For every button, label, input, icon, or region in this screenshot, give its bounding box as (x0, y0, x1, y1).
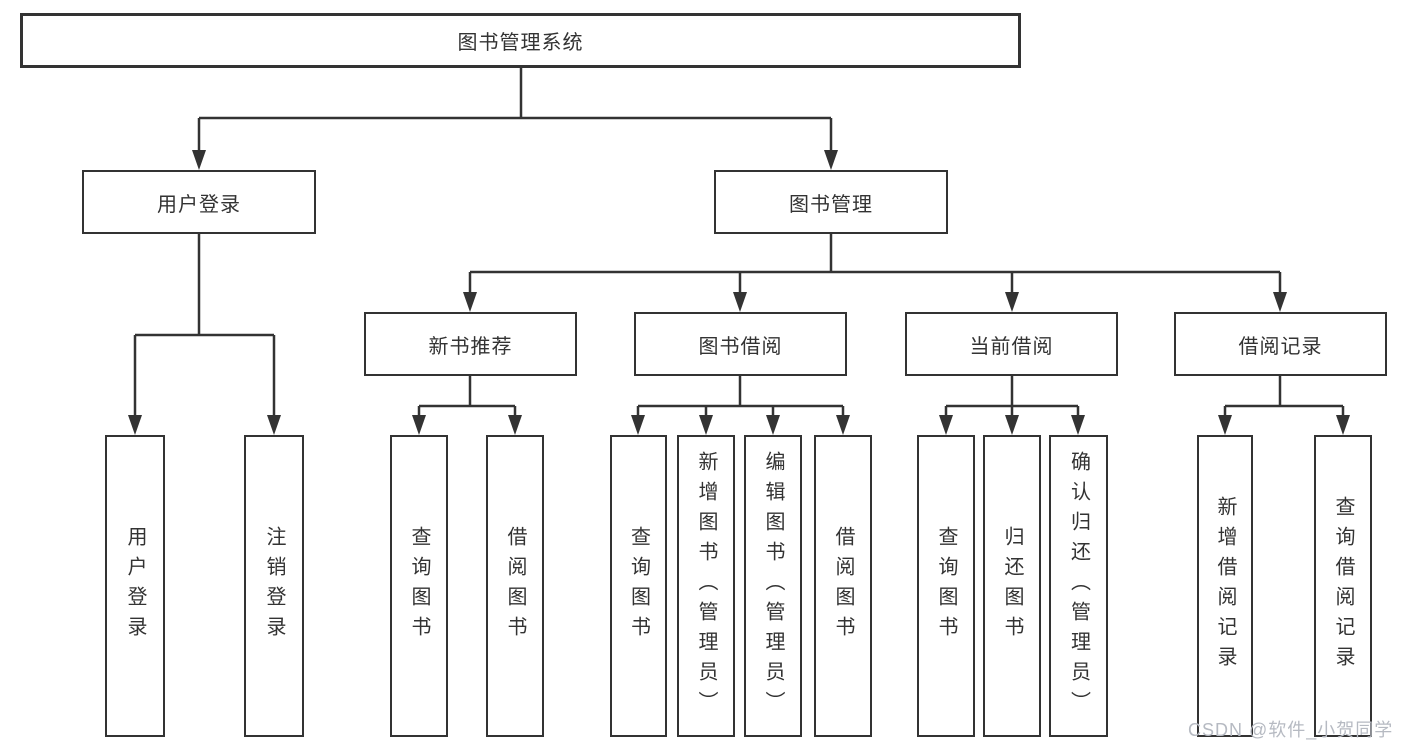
node-leaf-edit-books-admin: 编辑图书（管理员） (744, 435, 802, 737)
node-borrow-records: 借阅记录 (1174, 312, 1387, 376)
node-label: 编辑图书（管理员） (762, 451, 784, 721)
node-current-borrowing: 当前借阅 (905, 312, 1118, 376)
node-leaf-query-borrow-record: 查询借阅记录 (1314, 435, 1372, 737)
node-leaf-query-books-borrow: 查询图书 (610, 435, 667, 737)
node-label: 查询图书 (627, 526, 650, 646)
node-leaf-add-books-admin: 新增图书（管理员） (677, 435, 735, 737)
node-leaf-user-login: 用户登录 (105, 435, 165, 737)
node-label: 查询借阅记录 (1332, 496, 1354, 676)
node-leaf-confirm-return-admin: 确认归还（管理员） (1049, 435, 1108, 737)
node-leaf-query-books-newbook: 查询图书 (390, 435, 448, 737)
node-label: 新增图书（管理员） (695, 451, 717, 721)
node-book-borrowing: 图书借阅 (634, 312, 847, 376)
node-book-management: 图书管理 (714, 170, 948, 234)
node-label: 确认归还（管理员） (1067, 451, 1090, 721)
node-label: 注销登录 (263, 526, 285, 646)
node-leaf-return-books: 归还图书 (983, 435, 1041, 737)
watermark: CSDN @软件_小贺同学 (1188, 720, 1394, 740)
node-label: 新增借阅记录 (1214, 496, 1236, 676)
node-label: 借阅图书 (832, 526, 854, 646)
node-leaf-borrow-books-newbook: 借阅图书 (486, 435, 544, 737)
node-leaf-add-borrow-record: 新增借阅记录 (1197, 435, 1253, 737)
node-label: 查询图书 (935, 526, 957, 646)
node-label: 归还图书 (1001, 526, 1023, 646)
node-leaf-logout: 注销登录 (244, 435, 304, 737)
node-library-management-system: 图书管理系统 (20, 13, 1021, 68)
arrowheads (128, 150, 1350, 435)
node-leaf-borrow-books: 借阅图书 (814, 435, 872, 737)
node-label: 用户登录 (124, 526, 146, 646)
node-label: 查询图书 (408, 526, 430, 646)
node-leaf-query-books-current: 查询图书 (917, 435, 975, 737)
node-user-login: 用户登录 (82, 170, 316, 234)
node-label: 借阅图书 (504, 526, 526, 646)
node-new-book-recommend: 新书推荐 (364, 312, 577, 376)
